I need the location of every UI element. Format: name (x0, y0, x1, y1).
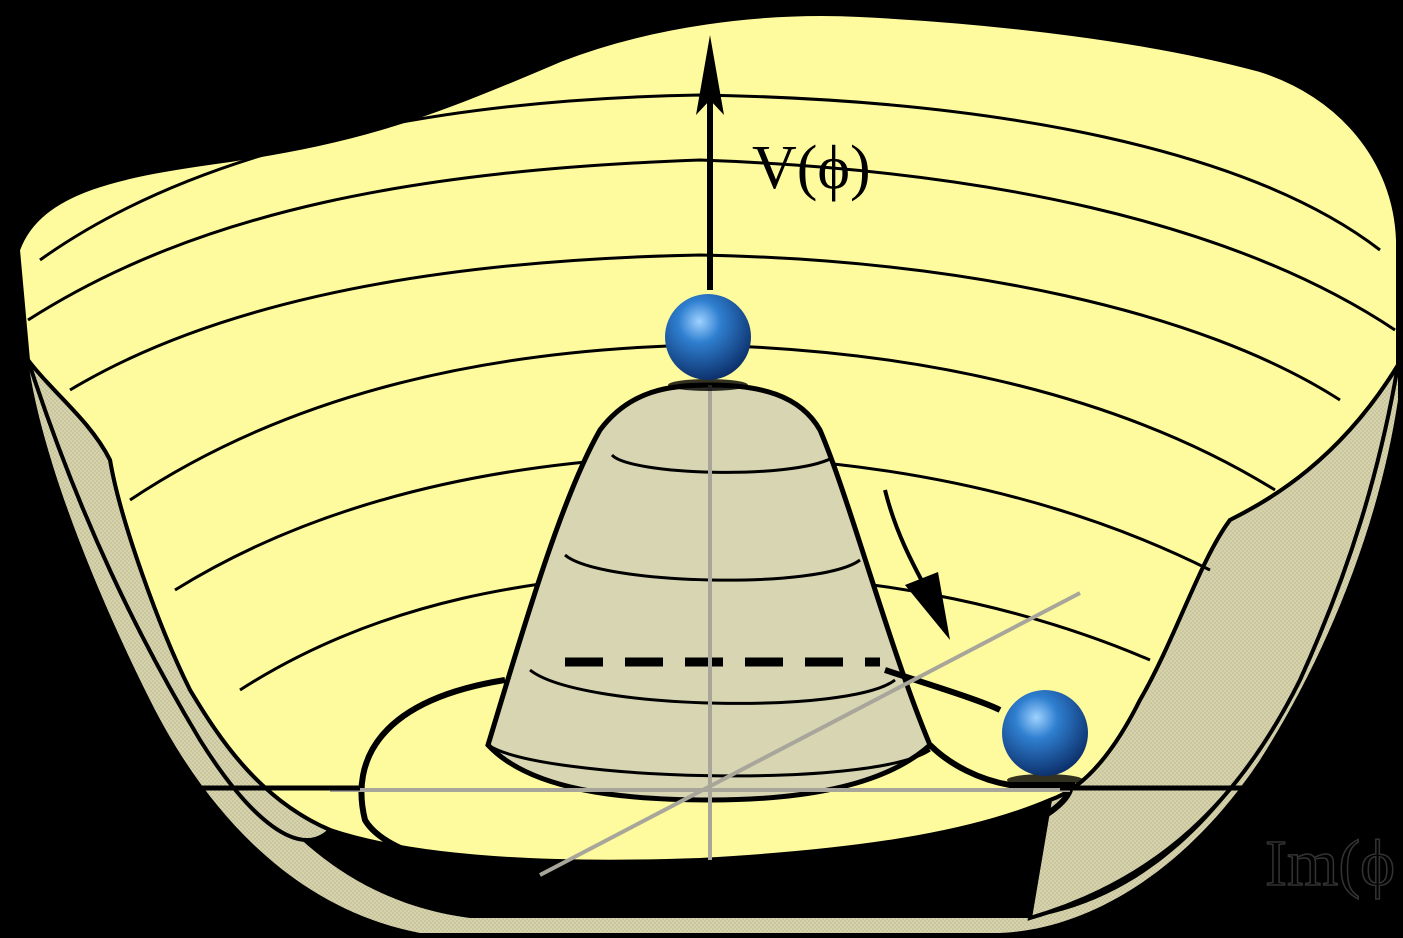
bowl-right-wall (1027, 363, 1400, 921)
gray-axes (330, 385, 1081, 877)
imaginary-axis-label: Im(ϕ (1265, 827, 1395, 900)
minimum-ring-front (358, 677, 1073, 889)
potential-label: V(ϕ) (752, 134, 871, 202)
minimum-ring-right (884, 667, 1002, 713)
ball-trough (1002, 690, 1088, 786)
trough-curve (927, 742, 1075, 788)
ball-top (665, 294, 751, 391)
roll-down-arrowhead (905, 572, 950, 640)
potential-axis-arrowhead (696, 35, 724, 115)
bowl-left-wall (26, 358, 334, 842)
